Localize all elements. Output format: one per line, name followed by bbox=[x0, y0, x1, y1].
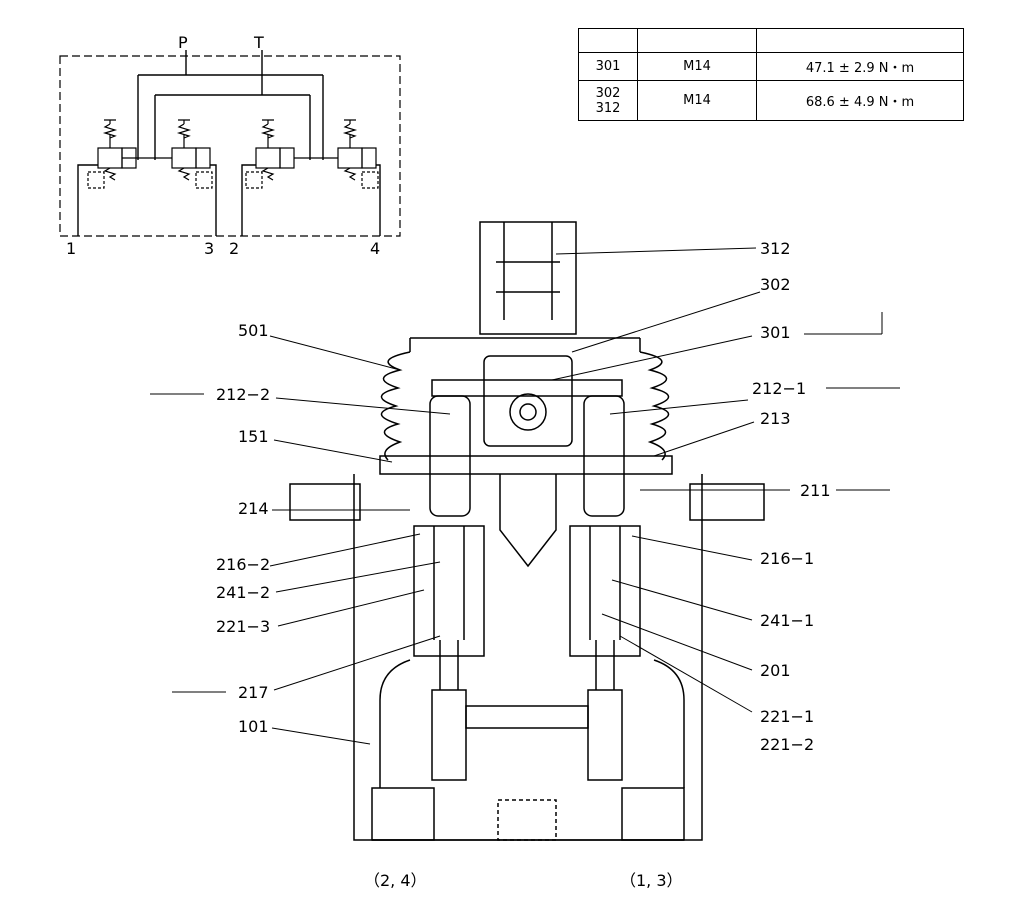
table-row: 302 312 M14 68.6 ± 4.9 N・m bbox=[578, 80, 964, 121]
port-t-label: T bbox=[254, 33, 264, 52]
callout-301: 301 bbox=[760, 323, 791, 342]
callout-302: 302 bbox=[760, 275, 791, 294]
callout-241-2: 241−2 bbox=[216, 583, 271, 602]
callout-211: 211 bbox=[800, 481, 831, 500]
callout-221-2: 221−2 bbox=[760, 735, 815, 754]
thread-cell: M14 bbox=[637, 80, 757, 121]
callout-217: 217 bbox=[238, 683, 269, 702]
port-4-label: 4 bbox=[370, 239, 381, 258]
callout-312: 312 bbox=[760, 239, 791, 258]
part-cell: 302 312 bbox=[578, 80, 638, 121]
callout-201: 201 bbox=[760, 661, 791, 680]
bottom-label-left: （2, 4） bbox=[364, 871, 427, 890]
callout-216-2: 216−2 bbox=[216, 555, 271, 574]
callout-212-1: 212−1 bbox=[752, 379, 807, 398]
torque-table: 301 M14 47.1 ± 2.9 N・m 302 312 M14 68.6 … bbox=[578, 28, 964, 121]
callout-101: 101 bbox=[238, 717, 269, 736]
torque-cell: 68.6 ± 4.9 N・m bbox=[756, 80, 964, 121]
table-header-cell bbox=[637, 28, 757, 53]
callout-214: 214 bbox=[238, 499, 269, 518]
bottom-label-right: （1, 3） bbox=[620, 871, 683, 890]
callout-241-1: 241−1 bbox=[760, 611, 815, 630]
port-2-label: 2 bbox=[229, 239, 240, 258]
port-1-label: 1 bbox=[66, 239, 77, 258]
port-p-label: P bbox=[178, 33, 188, 52]
callout-213: 213 bbox=[760, 409, 791, 428]
thread-cell: M14 bbox=[637, 52, 757, 81]
callout-501: 501 bbox=[238, 321, 269, 340]
callout-151: 151 bbox=[238, 427, 269, 446]
callout-212-2: 212−2 bbox=[216, 385, 271, 404]
callout-216-1: 216−1 bbox=[760, 549, 815, 568]
callout-221-1: 221−1 bbox=[760, 707, 815, 726]
port-3-label: 3 bbox=[204, 239, 215, 258]
table-row: 301 M14 47.1 ± 2.9 N・m bbox=[578, 52, 964, 81]
callout-221-3: 221−3 bbox=[216, 617, 271, 636]
